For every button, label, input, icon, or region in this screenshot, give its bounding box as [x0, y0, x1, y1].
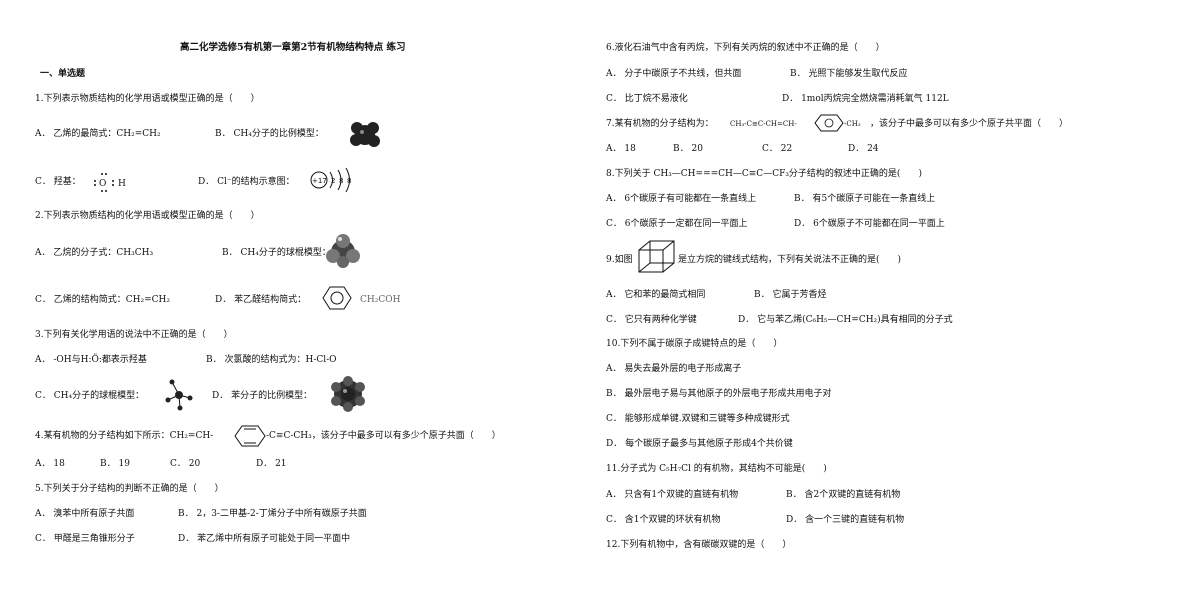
q4-option-d: D． 21 — [256, 459, 287, 469]
page-title: 高二化学选修5有机第一章第2节有机物结构特点 练习 — [180, 42, 406, 53]
q6-option-a: A． 分子中碳原子不共线，但共面 — [606, 69, 742, 79]
q2-option-d-tail: CH₂COH — [360, 295, 401, 305]
q6-option-b: B． 光照下能够发生取代反应 — [790, 69, 908, 79]
q4-option-a: A． 18 — [35, 459, 65, 469]
right-column: 6.液化石油气中含有丙烷，下列有关丙烷的叙述中不正确的是（ ） A． 分子中碳原… — [606, 0, 1166, 595]
q9-option-c: C． 它只有两种化学键 — [606, 315, 697, 325]
q7-option-d: D． 24 — [848, 144, 879, 154]
q2-option-a: A． 乙烷的分子式：CH₃CH₃ — [35, 248, 154, 258]
q7-option-c: C． 22 — [762, 144, 793, 154]
q10-option-d: D． 每个碳原子最多与其他原子形成4个共价键 — [606, 439, 793, 449]
q8-option-d: D． 6个碳原子不可能都在同一平面上 — [794, 219, 945, 229]
q3-option-a: A． -OH与H:Ö:都表示羟基 — [35, 355, 147, 365]
question-6: 6.液化石油气中含有丙烷，下列有关丙烷的叙述中不正确的是（ ） — [606, 43, 885, 53]
q3-option-d: D． 苯分子的比例模型： — [212, 391, 313, 401]
q2-option-b: B． CH₄分子的球棍模型： — [222, 248, 331, 258]
q9-option-d: D． 它与苯乙烯(C₆H₅—CH=CH₂)具有相同的分子式 — [738, 315, 953, 325]
svg-text:2: 2 — [331, 177, 335, 185]
q10-option-a: A． 易失去最外层的电子形成离子 — [606, 364, 742, 374]
q11-option-d: D． 含一个三键的直链有机物 — [786, 515, 905, 525]
q7-formula: CH₃-C≡C-CH=CH- — [730, 120, 797, 128]
q8-option-a: A． 6个碳原子有可能都在一条直线上 — [606, 194, 757, 204]
question-3: 3.下列有关化学用语的说法中不正确的是（ ） — [35, 330, 233, 340]
q8-option-c: C． 6个碳原子一定都在同一平面上 — [606, 219, 748, 229]
q4-benzene-ring-icon — [234, 425, 266, 447]
question-4-prefix: 4.某有机物的分子结构如下所示：CH₂=CH- — [35, 431, 214, 441]
section-heading: 一、单选题 — [40, 69, 86, 79]
q1-option-c: C． 羟基： — [35, 177, 81, 187]
question-5: 5.下列关于分子结构的判断不正确的是（ ） — [35, 484, 224, 494]
question-9-suffix: 是立方烷的键线式结构，下列有关说法不正确的是( ) — [678, 255, 902, 265]
q7-option-a: A． 18 — [606, 144, 636, 154]
q7-formula-tail: -CH₃ — [844, 120, 861, 128]
question-7-prefix: 7.某有机物的分子结构为： — [606, 119, 714, 129]
question-1: 1.下列表示物质结构的化学用语或模型正确的是（ ） — [35, 94, 260, 104]
q3-option-b: B． 次氯酸的结构式为：H-Cl-O — [206, 355, 337, 365]
question-2: 2.下列表示物质结构的化学用语或模型正确的是（ ） — [35, 211, 260, 221]
q8-option-b: B． 有5个碳原子可能在一条直线上 — [794, 194, 936, 204]
q5-option-a: A． 溴苯中所有原子共面 — [35, 509, 135, 519]
q7-benzene-ring-icon — [814, 114, 844, 132]
question-7-suffix: ，该分子中最多可以有多少个原子共平面（ ） — [870, 119, 1069, 129]
left-column: 高二化学选修5有机第一章第2节有机物结构特点 练习 一、单选题 1.下列表示物质… — [30, 0, 590, 595]
question-11: 11.分子式为 C₅H₇Cl 的有机物，其结构不可能是( ) — [606, 464, 827, 474]
q5-option-d: D． 苯乙烯中所有原子可能处于同一平面中 — [178, 534, 351, 544]
q4-option-c: C． 20 — [170, 459, 201, 469]
q1-option-b: B． CH₄分子的比例模型： — [215, 129, 324, 139]
q9-option-b: B． 它属于芳香烃 — [754, 290, 827, 300]
question-4-suffix: -C≡C-CH₃，该分子中最多可以有多少个原子共面（ ） — [266, 431, 501, 441]
q2-option-c: C． 乙烯的结构简式：CH₂=CH₂ — [35, 295, 170, 305]
q6-option-c: C． 比丁烷不易液化 — [606, 94, 688, 104]
q5-option-c: C． 甲醛是三角锥形分子 — [35, 534, 135, 544]
q10-option-c: C． 能够形成单键.双键和三键等多种成键形式 — [606, 414, 790, 424]
svg-text:O: O — [99, 179, 106, 189]
ch4-space-filling-model-icon — [350, 122, 380, 147]
hydroxyl-electron-dot-icon: O H — [94, 173, 126, 192]
question-10: 10.下列不属于碳原子成键特点的是（ ） — [606, 339, 783, 349]
q5-option-b: B． 2，3-二甲基-2-丁烯分子中所有碳原子共面 — [178, 509, 367, 519]
q9-option-a: A． 它和苯的最简式相同 — [606, 290, 706, 300]
q10-option-b: B． 最外层电子易与其他原子的外层电子形成共用电子对 — [606, 389, 832, 399]
svg-text:8: 8 — [347, 177, 351, 185]
q11-option-b: B． 含2个双键的直链有机物 — [786, 490, 901, 500]
question-12: 12.下列有机物中，含有碳碳双键的是（ ） — [606, 540, 792, 550]
q6-option-d: D． 1mol丙烷完全燃烧需消耗氧气 112L — [782, 94, 949, 104]
q4-option-b: B． 19 — [100, 459, 130, 469]
question-9-prefix: 9.如图 — [606, 255, 633, 265]
chloride-ion-structure-icon: +17 2 8 8 — [310, 167, 351, 193]
cubane-structure-icon — [638, 240, 675, 273]
svg-text:H: H — [118, 179, 126, 189]
q1-option-a: A． 乙烯的最简式：CH₂=CH₂ — [35, 129, 161, 139]
benzene-space-filling-model-icon — [331, 376, 365, 412]
q2-option-d: D． 苯乙醛结构简式： — [215, 295, 307, 305]
q7-option-b: B． 20 — [673, 144, 703, 154]
q11-option-a: A． 只含有1个双键的直链有机物 — [606, 490, 739, 500]
svg-text:8: 8 — [339, 177, 343, 185]
ch4-ball-stick-model-icon — [326, 234, 360, 268]
q1-option-d: D． Cl⁻的结构示意图： — [198, 177, 295, 187]
benzene-ring-icon — [322, 286, 352, 310]
q3-option-c: C． CH₄分子的球棍模型： — [35, 391, 145, 401]
svg-text:+17: +17 — [312, 177, 327, 185]
q11-option-c: C． 含1个双键的环状有机物 — [606, 515, 721, 525]
ch4-ball-stick-small-icon — [165, 379, 193, 411]
question-8: 8.下列关于 CH₃—CH===CH—C≡C—CF₃分子结构的叙述中正确的是( … — [606, 169, 922, 179]
